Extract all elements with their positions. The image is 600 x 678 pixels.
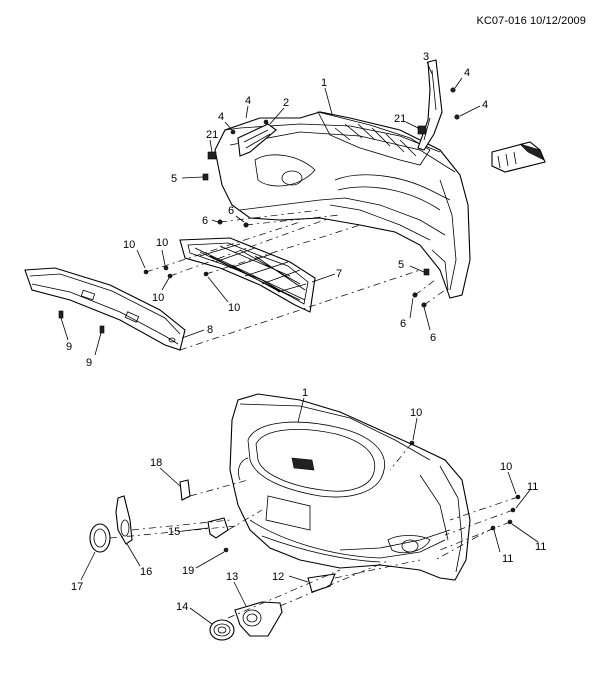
callout-17: 17 xyxy=(71,581,83,593)
callout-6: 6 xyxy=(202,215,208,227)
screw-19 xyxy=(223,547,229,553)
callout-13: 13 xyxy=(226,571,238,583)
callout-6: 6 xyxy=(228,205,234,217)
screw-4-c xyxy=(230,129,236,135)
callout-15: 15 xyxy=(168,526,180,538)
screw-4-a xyxy=(450,87,456,93)
callout-16: 16 xyxy=(140,566,152,578)
callout-7: 7 xyxy=(336,268,342,280)
callout-10: 10 xyxy=(152,292,164,304)
upper-bracket-3 xyxy=(417,59,443,151)
upper-assembly-lines xyxy=(145,209,446,351)
clip-9-b xyxy=(99,325,105,334)
deflector-12 xyxy=(307,573,336,593)
upper-bumper-fascia xyxy=(214,111,471,299)
callout-6: 6 xyxy=(430,332,436,344)
screw-4-d xyxy=(263,119,269,125)
connector-part xyxy=(491,141,546,173)
screw-4-b xyxy=(454,114,460,120)
callout-1: 1 xyxy=(321,77,327,89)
lower-assembly-lines xyxy=(109,442,519,619)
callout-11: 11 xyxy=(502,553,513,565)
screw-5-right xyxy=(423,268,430,276)
callout-3: 3 xyxy=(423,51,429,63)
callout-9: 9 xyxy=(86,357,92,369)
callout-12: 12 xyxy=(272,571,284,583)
callout-1-lower: 1 xyxy=(302,387,308,399)
screw-10-b xyxy=(163,265,169,271)
callout-11: 11 xyxy=(527,481,538,493)
emblem-18 xyxy=(179,479,191,501)
callout-21: 21 xyxy=(206,129,218,141)
callout-10: 10 xyxy=(156,237,168,249)
callout-8: 8 xyxy=(207,324,213,336)
fog-lamp-14 xyxy=(209,619,235,641)
callout-11: 11 xyxy=(535,541,546,553)
screw-5-left xyxy=(202,173,209,181)
fog-lamp-17 xyxy=(89,523,111,553)
lower-bumper-fascia xyxy=(229,393,471,581)
callout-10-lower: 10 xyxy=(500,461,512,473)
clip-9-a xyxy=(58,310,64,319)
callout-9: 9 xyxy=(66,341,72,353)
absorber-8 xyxy=(24,267,186,351)
callout-2: 2 xyxy=(283,97,289,109)
callout-4: 4 xyxy=(218,111,224,123)
callout-10: 10 xyxy=(228,302,240,314)
leader-lines xyxy=(60,61,539,625)
clip-21-right xyxy=(417,125,427,135)
callout-5: 5 xyxy=(171,173,177,185)
callout-5: 5 xyxy=(398,259,404,271)
callout-18: 18 xyxy=(150,457,162,469)
callout-21: 21 xyxy=(394,113,406,125)
callout-19: 19 xyxy=(182,565,194,577)
callout-14: 14 xyxy=(176,601,188,613)
callout-4: 4 xyxy=(464,67,470,79)
drawing-code: KC07-016 10/12/2009 xyxy=(476,15,586,27)
fog-bezel-13 xyxy=(234,601,283,637)
bezel-16 xyxy=(115,495,133,545)
callout-6: 6 xyxy=(400,318,406,330)
lower-grille-7 xyxy=(179,237,316,313)
upper-bracket-2 xyxy=(237,123,277,157)
callout-4: 4 xyxy=(482,99,488,111)
callout-4: 4 xyxy=(245,95,251,107)
callout-10-lower: 10 xyxy=(410,407,422,419)
clip-21-left xyxy=(207,151,217,160)
callout-10: 10 xyxy=(123,239,135,251)
callout-labels: 1 2 3 4 4 4 4 21 21 5 5 6 6 6 6 7 8 9 9 … xyxy=(66,51,546,613)
